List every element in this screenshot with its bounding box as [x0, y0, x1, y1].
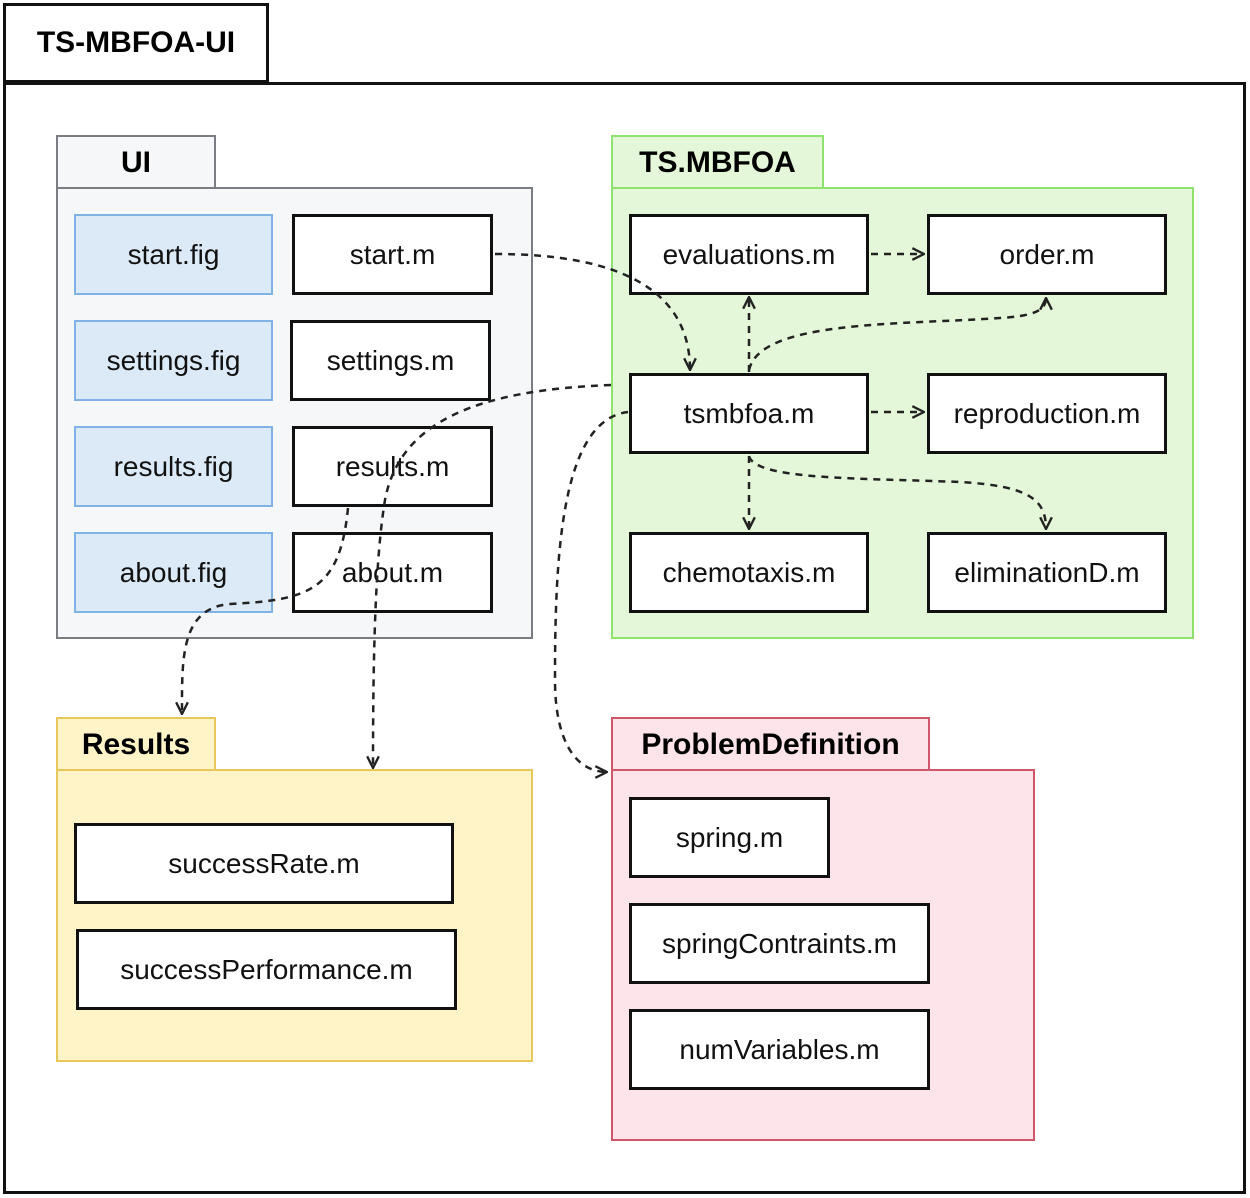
node-numvariables-m[interactable]: numVariables.m [629, 1009, 930, 1090]
node-settings-m[interactable]: settings.m [290, 320, 491, 401]
node-evaluations-m[interactable]: evaluations.m [629, 214, 869, 295]
node-successperformance-m[interactable]: successPerformance.m [76, 929, 457, 1010]
package-results-tab: Results [56, 717, 216, 771]
diagram-title: TS-MBFOA-UI [36, 26, 236, 59]
package-ui-label: UI [121, 146, 151, 179]
node-reproduction-m[interactable]: reproduction.m [927, 373, 1167, 454]
node-spring-m[interactable]: spring.m [629, 797, 830, 878]
node-successrate-m[interactable]: successRate.m [74, 823, 454, 904]
package-problem-tab: ProblemDefinition [611, 717, 930, 771]
node-eliminationd-m[interactable]: eliminationD.m [927, 532, 1167, 613]
package-problem-label: ProblemDefinition [641, 728, 900, 761]
package-ui-tab: UI [56, 135, 216, 189]
package-results [56, 769, 533, 1062]
node-results-fig[interactable]: results.fig [74, 426, 273, 507]
outer-frame [3, 82, 1246, 1194]
node-start-fig[interactable]: start.fig [74, 214, 273, 295]
node-chemotaxis-m[interactable]: chemotaxis.m [629, 532, 869, 613]
node-order-m[interactable]: order.m [927, 214, 1167, 295]
node-start-m[interactable]: start.m [292, 214, 493, 295]
package-tsmbfoa-tab: TS.MBFOA [611, 135, 824, 189]
package-tsmbfoa-label: TS.MBFOA [639, 146, 796, 179]
node-settings-fig[interactable]: settings.fig [74, 320, 273, 401]
diagram-title-tab: TS-MBFOA-UI [3, 3, 269, 83]
package-results-label: Results [81, 728, 191, 761]
node-about-m[interactable]: about.m [292, 532, 493, 613]
node-springcontraints-m[interactable]: springContraints.m [629, 903, 930, 984]
node-about-fig[interactable]: about.fig [74, 532, 273, 613]
node-results-m[interactable]: results.m [292, 426, 493, 507]
node-tsmbfoa-m[interactable]: tsmbfoa.m [629, 373, 869, 454]
